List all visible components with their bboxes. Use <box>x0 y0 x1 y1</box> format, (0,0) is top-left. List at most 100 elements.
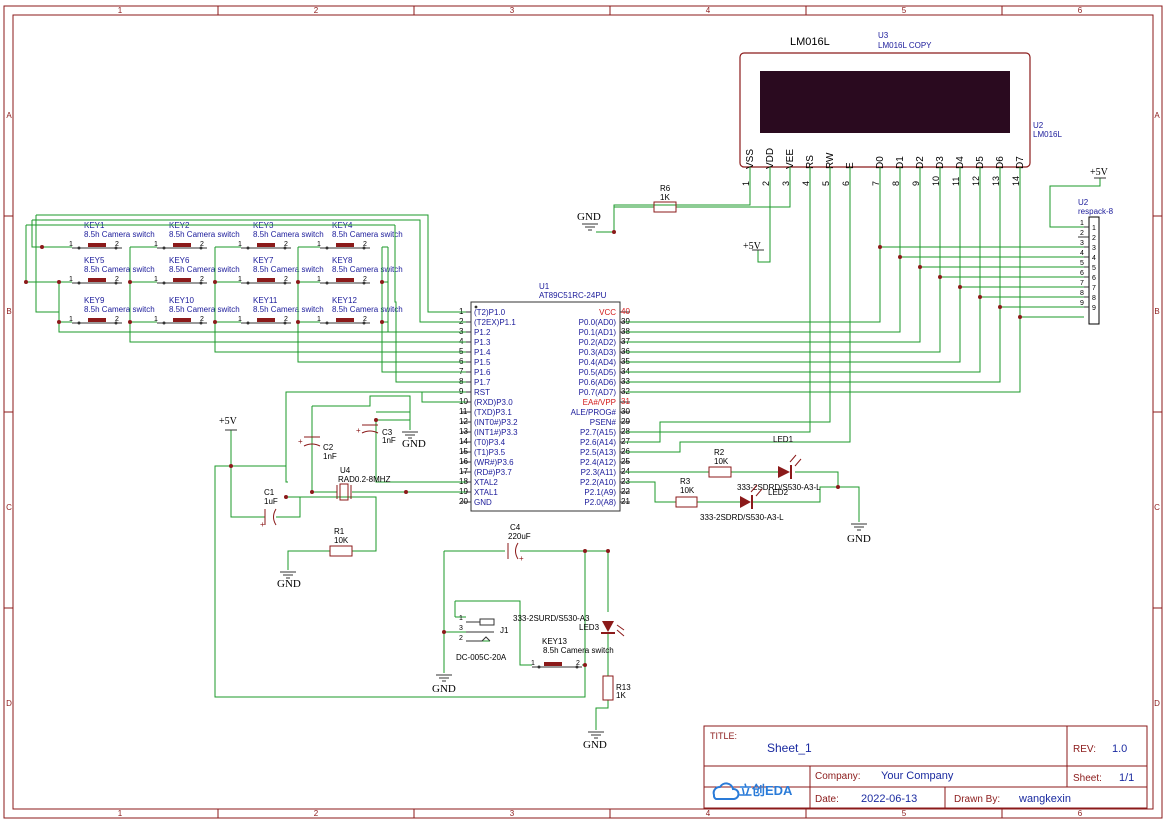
mcu-pin-number: 21 <box>621 497 630 506</box>
capacitor-c3[interactable]: + C3 1nF <box>356 424 396 445</box>
lcd-copy-ref: U3 <box>878 31 889 40</box>
col-label: 4 <box>706 6 711 15</box>
frame-column-labels: 1 2 3 4 5 6 1 2 3 4 5 6 <box>118 6 1083 818</box>
key-actuator <box>173 278 191 282</box>
key-pin2: 2 <box>363 241 367 248</box>
mcu-pin-name: (WR#)P3.6 <box>474 458 514 467</box>
respack-pin-number: 4 <box>1080 250 1084 257</box>
key-value: 8.5h Camera switch <box>84 305 155 314</box>
key-contact <box>114 246 118 250</box>
sheet-label: Sheet: <box>1073 773 1102 784</box>
lcd-pin-name: RS <box>805 155 816 169</box>
mcu-pin-number: 12 <box>459 417 468 426</box>
led1-value: 333-2SDRD/S530-A3-L <box>737 483 821 492</box>
lcd-pin-number: 7 <box>871 181 881 186</box>
capacitor-c4[interactable]: + C4 220uF <box>507 523 531 563</box>
dc-jack-j1[interactable]: 1 3 2 J1 DC-005C-20A <box>456 615 509 662</box>
mcu-pin-number: 25 <box>621 457 630 466</box>
eda-logo: 立创EDA <box>712 782 793 800</box>
key-pin2: 2 <box>284 276 288 283</box>
mcu-pin-number: 40 <box>621 307 630 316</box>
key-ref: KEY7 <box>253 256 274 265</box>
date-label: Date: <box>815 794 839 805</box>
gnd-symbol: GND <box>847 523 871 545</box>
led-led1[interactable]: LED1 333-2SDRD/S530-A3-L <box>737 435 821 492</box>
mcu-pin-name: P0.5(AD5) <box>579 368 617 377</box>
mcu-pin-number: 13 <box>459 427 468 436</box>
logo-text: 立创EDA <box>739 783 793 798</box>
key-contact <box>362 321 366 325</box>
key-pin1: 1 <box>69 241 73 248</box>
key-ref: KEY5 <box>84 256 105 265</box>
mcu-pin-name: (T2EX)P1.1 <box>474 318 516 327</box>
mcu-pin-name: XTAL2 <box>474 478 498 487</box>
capacitor-c1[interactable]: + C1 1uF <box>260 488 278 529</box>
resistor-r3[interactable]: R3 10K <box>675 477 698 508</box>
led-led2[interactable]: LED2 333-2SDRD/S530-A3-L <box>700 484 789 522</box>
key-pin1: 1 <box>69 276 73 283</box>
mcu-pin-name: P2.4(A12) <box>580 458 616 467</box>
lcd-pin-number: 5 <box>821 181 831 186</box>
key-contact <box>246 246 250 250</box>
key-ref: KEY8 <box>332 256 353 265</box>
gnd-label: GND <box>432 683 456 695</box>
row-label: C <box>1154 503 1160 512</box>
capacitor-c2[interactable]: + C2 1nF <box>298 436 337 461</box>
key-actuator <box>336 243 354 247</box>
lcd-pin-number: 6 <box>841 181 851 186</box>
frame-row-labels: A B C D A B C D <box>6 111 1160 708</box>
lcd-pin-number: 3 <box>781 181 791 186</box>
key-contact <box>199 321 203 325</box>
date-value: 2022-06-13 <box>861 793 917 805</box>
mcu-pin-name: P0.3(AD3) <box>579 348 617 357</box>
resistor-r13[interactable]: R13 1K <box>602 675 631 701</box>
switch-key13[interactable]: KEY13 8.5h Camera switch 1 2 <box>531 637 614 669</box>
key-actuator <box>88 318 106 322</box>
gnd-symbol: GND <box>583 731 607 751</box>
r2-value: 10K <box>714 457 729 466</box>
resistor-r2[interactable]: R2 10K <box>708 448 732 478</box>
key-contact <box>283 321 287 325</box>
r1-body <box>329 545 353 557</box>
key-pin2: 2 <box>200 276 204 283</box>
row-label: B <box>1154 307 1159 316</box>
led1-ref: LED1 <box>773 435 794 444</box>
resistor-r1[interactable]: R1 10K <box>329 527 353 557</box>
lcd-pin-name: D2 <box>915 156 926 169</box>
key-actuator <box>88 278 106 282</box>
respack-pin-label: 5 <box>1092 265 1096 272</box>
key-contact <box>114 281 118 285</box>
key-contact <box>246 281 250 285</box>
resistor-r6[interactable]: R6 1K <box>653 184 677 213</box>
row-label: A <box>6 111 12 120</box>
key-value: 8.5h Camera switch <box>169 305 240 314</box>
r13-ref: R13 <box>616 683 631 692</box>
respack-ref: U2 <box>1078 198 1089 207</box>
mcu-pin-name: GND <box>474 498 492 507</box>
lcd-module[interactable]: LM016L U3 LM016L COPY U2 LM016L VSS1VDD2… <box>739 31 1062 190</box>
gnd-symbol: GND <box>577 211 601 231</box>
key-contact <box>162 281 166 285</box>
lcd-pin-name: D4 <box>955 156 966 169</box>
col-label: 1 <box>118 6 123 15</box>
mcu-pin-name: P0.4(AD4) <box>579 358 617 367</box>
led-led3[interactable]: LED3 333-2SURD/S530-A3 <box>513 614 625 637</box>
crystal-u4[interactable]: U4 RAD0.2-8MHZ <box>336 466 391 501</box>
lcd-pin-name: VDD <box>765 148 776 169</box>
mcu-pin-name: P1.3 <box>474 338 491 347</box>
mcu-pin-name: ALE/PROG# <box>571 408 617 417</box>
mcu-pin-name: VCC <box>599 308 616 317</box>
lcd-pin-name: E <box>845 162 856 169</box>
lcd-body <box>739 52 1031 168</box>
